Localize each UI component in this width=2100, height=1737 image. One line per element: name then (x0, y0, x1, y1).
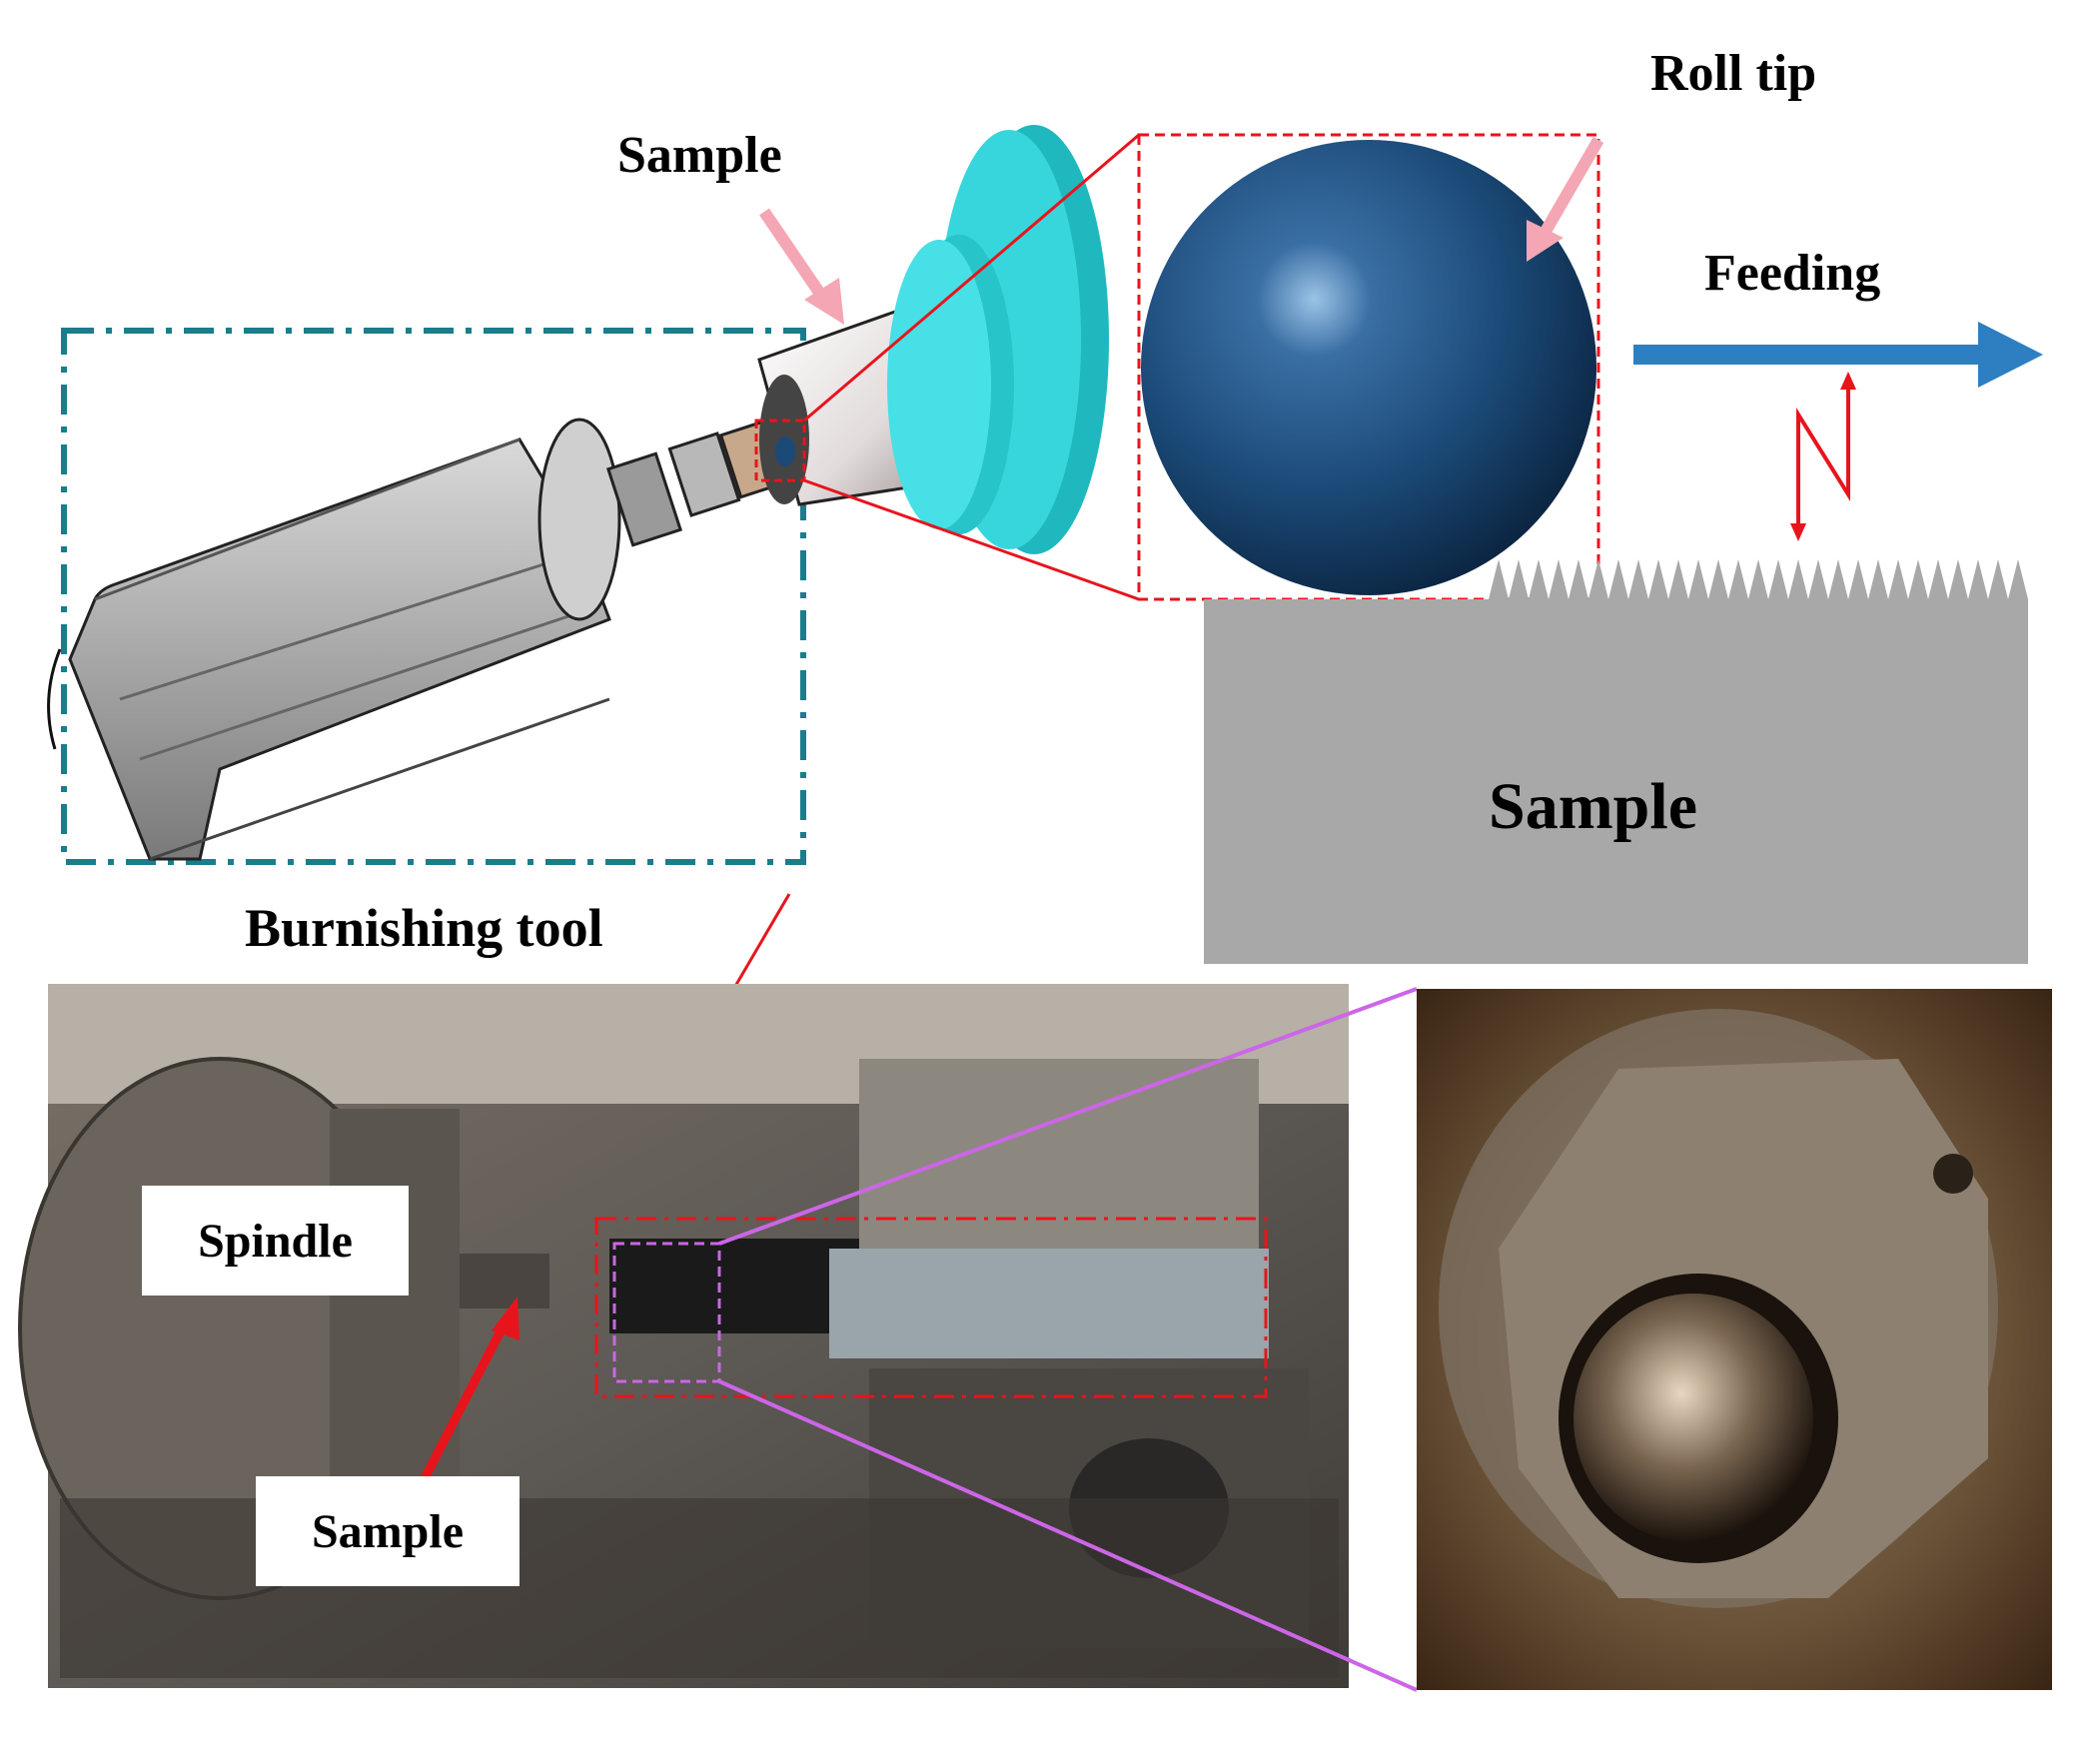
callout-line-top (718, 987, 1418, 1246)
sample-photo-arrow (421, 1297, 520, 1481)
roll-tip-pointer-arrow (1527, 136, 1604, 262)
burnishing-tool-body (47, 415, 800, 861)
roll-ball-icon (1141, 140, 1596, 595)
roll-tip-marker (754, 419, 806, 482)
sample-profile-block (1204, 559, 2028, 964)
lathe-photo (18, 984, 1349, 1688)
zoom-line-top (803, 133, 1140, 423)
zigzag-double-arrow-icon (1790, 372, 1856, 541)
sample-profile-label: Sample (1489, 770, 1698, 843)
tip-highlight-box (612, 1242, 721, 1383)
sample-photo-label: Sample (256, 1476, 520, 1586)
zoom-line-bottom (803, 478, 1140, 601)
burnishing-tool-label: Burnishing tool (245, 898, 603, 958)
tool-highlight-box (594, 1217, 1268, 1398)
roll-tip-dot (775, 436, 795, 466)
arrow-right-icon (1633, 322, 2043, 388)
cyan-fixture (887, 125, 1109, 554)
feeding-label: Feeding (1704, 245, 1881, 302)
sample-label-top: Sample (617, 127, 782, 184)
roll-tip-label: Roll tip (1650, 45, 1817, 102)
sample-pointer-arrow (759, 208, 844, 325)
callout-line-bottom (718, 1379, 1418, 1692)
spindle-label: Spindle (142, 1186, 409, 1296)
burnishing-tool-frame (61, 328, 806, 865)
roll-tip-closeup-photo (1417, 989, 2052, 1690)
